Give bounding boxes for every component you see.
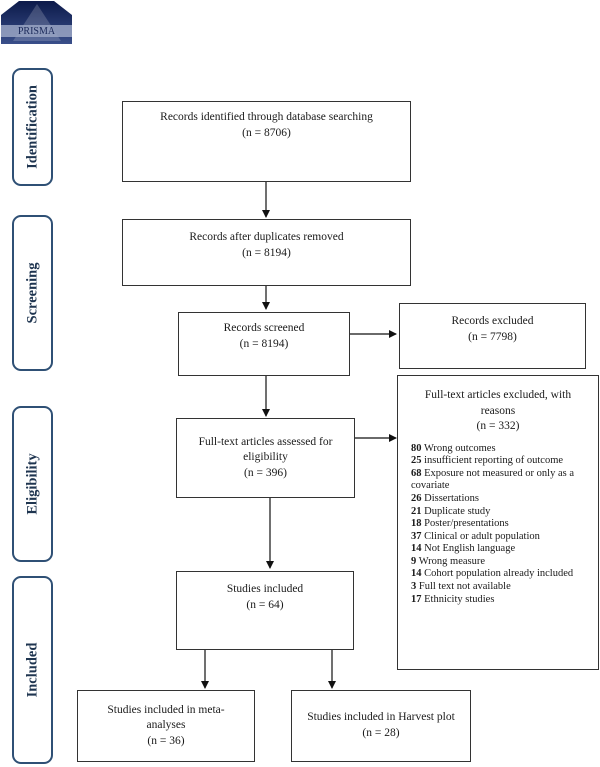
phase-included: Included xyxy=(12,576,53,764)
exclusion-reason-item: 68 Exposure not measured or only as a co… xyxy=(411,468,592,493)
exclusion-reason-text: Wrong outcomes xyxy=(423,442,496,454)
exclusion-reason-text: Wrong measure xyxy=(418,555,486,567)
exclusion-reason-count: 26 xyxy=(411,492,422,504)
exclusion-reason-text: Clinical or adult population xyxy=(424,530,540,542)
studies-included-label: Studies included xyxy=(226,583,304,595)
exclusion-reason-item: 18 Poster/presentations xyxy=(411,518,592,531)
exclusion-reason-text: Exposure not measured or only as a covar… xyxy=(411,467,575,492)
prisma-logo: PRISMA xyxy=(1,1,72,44)
exclusion-reason-text: Ethnicity studies xyxy=(424,593,495,605)
phase-screening: Screening xyxy=(12,215,53,371)
exclusion-reason-item: 3 Full text not available xyxy=(411,581,592,594)
exclusion-reason-text: Cohort population already included xyxy=(424,568,574,580)
box-records-excluded: Records excluded (n = 7798) xyxy=(399,303,586,369)
exclusion-reason-text: Full text not available xyxy=(418,581,511,593)
records-identified-count: (n = 8706) xyxy=(242,126,291,139)
records-screened-label: Records screened xyxy=(223,322,305,334)
after-duplicates-label: Records after duplicates removed xyxy=(189,231,344,243)
fulltext-assessed-label: Full-text articles assessed for eligibil… xyxy=(198,435,333,464)
box-records-screened: Records screened (n = 8194) xyxy=(178,312,350,376)
records-identified-label: Records identified through database sear… xyxy=(160,111,373,123)
exclusion-reason-count: 21 xyxy=(411,505,422,517)
exclusion-reason-item: 25 insufficient reporting of outcome xyxy=(411,455,592,468)
box-fulltext-excluded: Full-text articles excluded, with reason… xyxy=(397,375,599,670)
box-harvest-plot: Studies included in Harvest plot (n = 28… xyxy=(291,690,471,762)
exclusion-reason-item: 14 Cohort population already included xyxy=(411,568,592,581)
records-screened-count: (n = 8194) xyxy=(239,337,289,350)
exclusion-reason-count: 68 xyxy=(411,467,422,479)
exclusion-reason-text: Poster/presentations xyxy=(424,518,509,530)
phase-eligibility: Eligibility xyxy=(12,406,53,562)
box-records-identified: Records identified through database sear… xyxy=(122,101,411,182)
exclusion-reason-item: 17 Ethnicity studies xyxy=(411,594,592,607)
exclusion-reason-count: 25 xyxy=(411,455,422,467)
exclusion-reason-count: 9 xyxy=(411,555,417,567)
exclusion-reason-item: 37 Clinical or adult population xyxy=(411,531,592,544)
exclusion-reason-count: 3 xyxy=(411,581,417,593)
fulltext-excluded-count: (n = 332) xyxy=(476,420,520,433)
records-excluded-count: (n = 7798) xyxy=(468,330,517,343)
harvest-plot-label: Studies included in Harvest plot xyxy=(307,711,455,724)
fulltext-excluded-title: Full-text articles excluded, with reason… xyxy=(424,389,572,417)
harvest-plot-count: (n = 28) xyxy=(362,727,400,739)
exclusion-reason-count: 17 xyxy=(411,593,422,605)
exclusion-reason-text: Duplicate study xyxy=(424,505,491,517)
exclusion-reason-item: 80 Wrong outcomes xyxy=(411,443,592,456)
meta-analyses-count: (n = 36) xyxy=(147,734,185,747)
exclusion-reason-item: 26 Dissertations xyxy=(411,493,592,506)
fulltext-excluded-header: Full-text articles excluded, with reason… xyxy=(408,388,588,435)
box-studies-included: Studies included (n = 64) xyxy=(176,571,354,650)
logo-text: PRISMA xyxy=(18,26,56,37)
exclusion-reason-text: Not English language xyxy=(424,543,516,555)
records-excluded-label: Records excluded xyxy=(451,315,534,327)
exclusion-reason-text: insufficient reporting of outcome xyxy=(424,455,564,467)
exclusion-reason-item: 21 Duplicate study xyxy=(411,506,592,519)
meta-analyses-label: Studies included in meta-analyses xyxy=(107,703,225,732)
box-fulltext-assessed: Full-text articles assessed for eligibil… xyxy=(176,418,355,498)
exclusion-reason-count: 18 xyxy=(411,518,422,530)
box-after-duplicates: Records after duplicates removed (n = 81… xyxy=(122,219,411,286)
exclusion-reason-item: 14 Not English language xyxy=(411,543,592,556)
prisma-logo-graphic: PRISMA xyxy=(1,1,72,44)
after-duplicates-count: (n = 8194) xyxy=(242,246,291,259)
box-meta-analyses: Studies included in meta-analyses (n = 3… xyxy=(77,690,255,762)
exclusion-reason-count: 14 xyxy=(411,543,422,555)
exclusion-reason-item: 9 Wrong measure xyxy=(411,556,592,569)
exclusion-reason-count: 37 xyxy=(411,530,422,542)
exclusion-reason-text: Dissertations xyxy=(424,492,479,504)
fulltext-assessed-count: (n = 396) xyxy=(244,466,287,479)
phase-identification: Identification xyxy=(12,68,53,186)
studies-included-count: (n = 64) xyxy=(246,598,284,611)
exclusion-reason-count: 14 xyxy=(411,568,422,580)
exclusion-reason-count: 80 xyxy=(411,442,422,454)
